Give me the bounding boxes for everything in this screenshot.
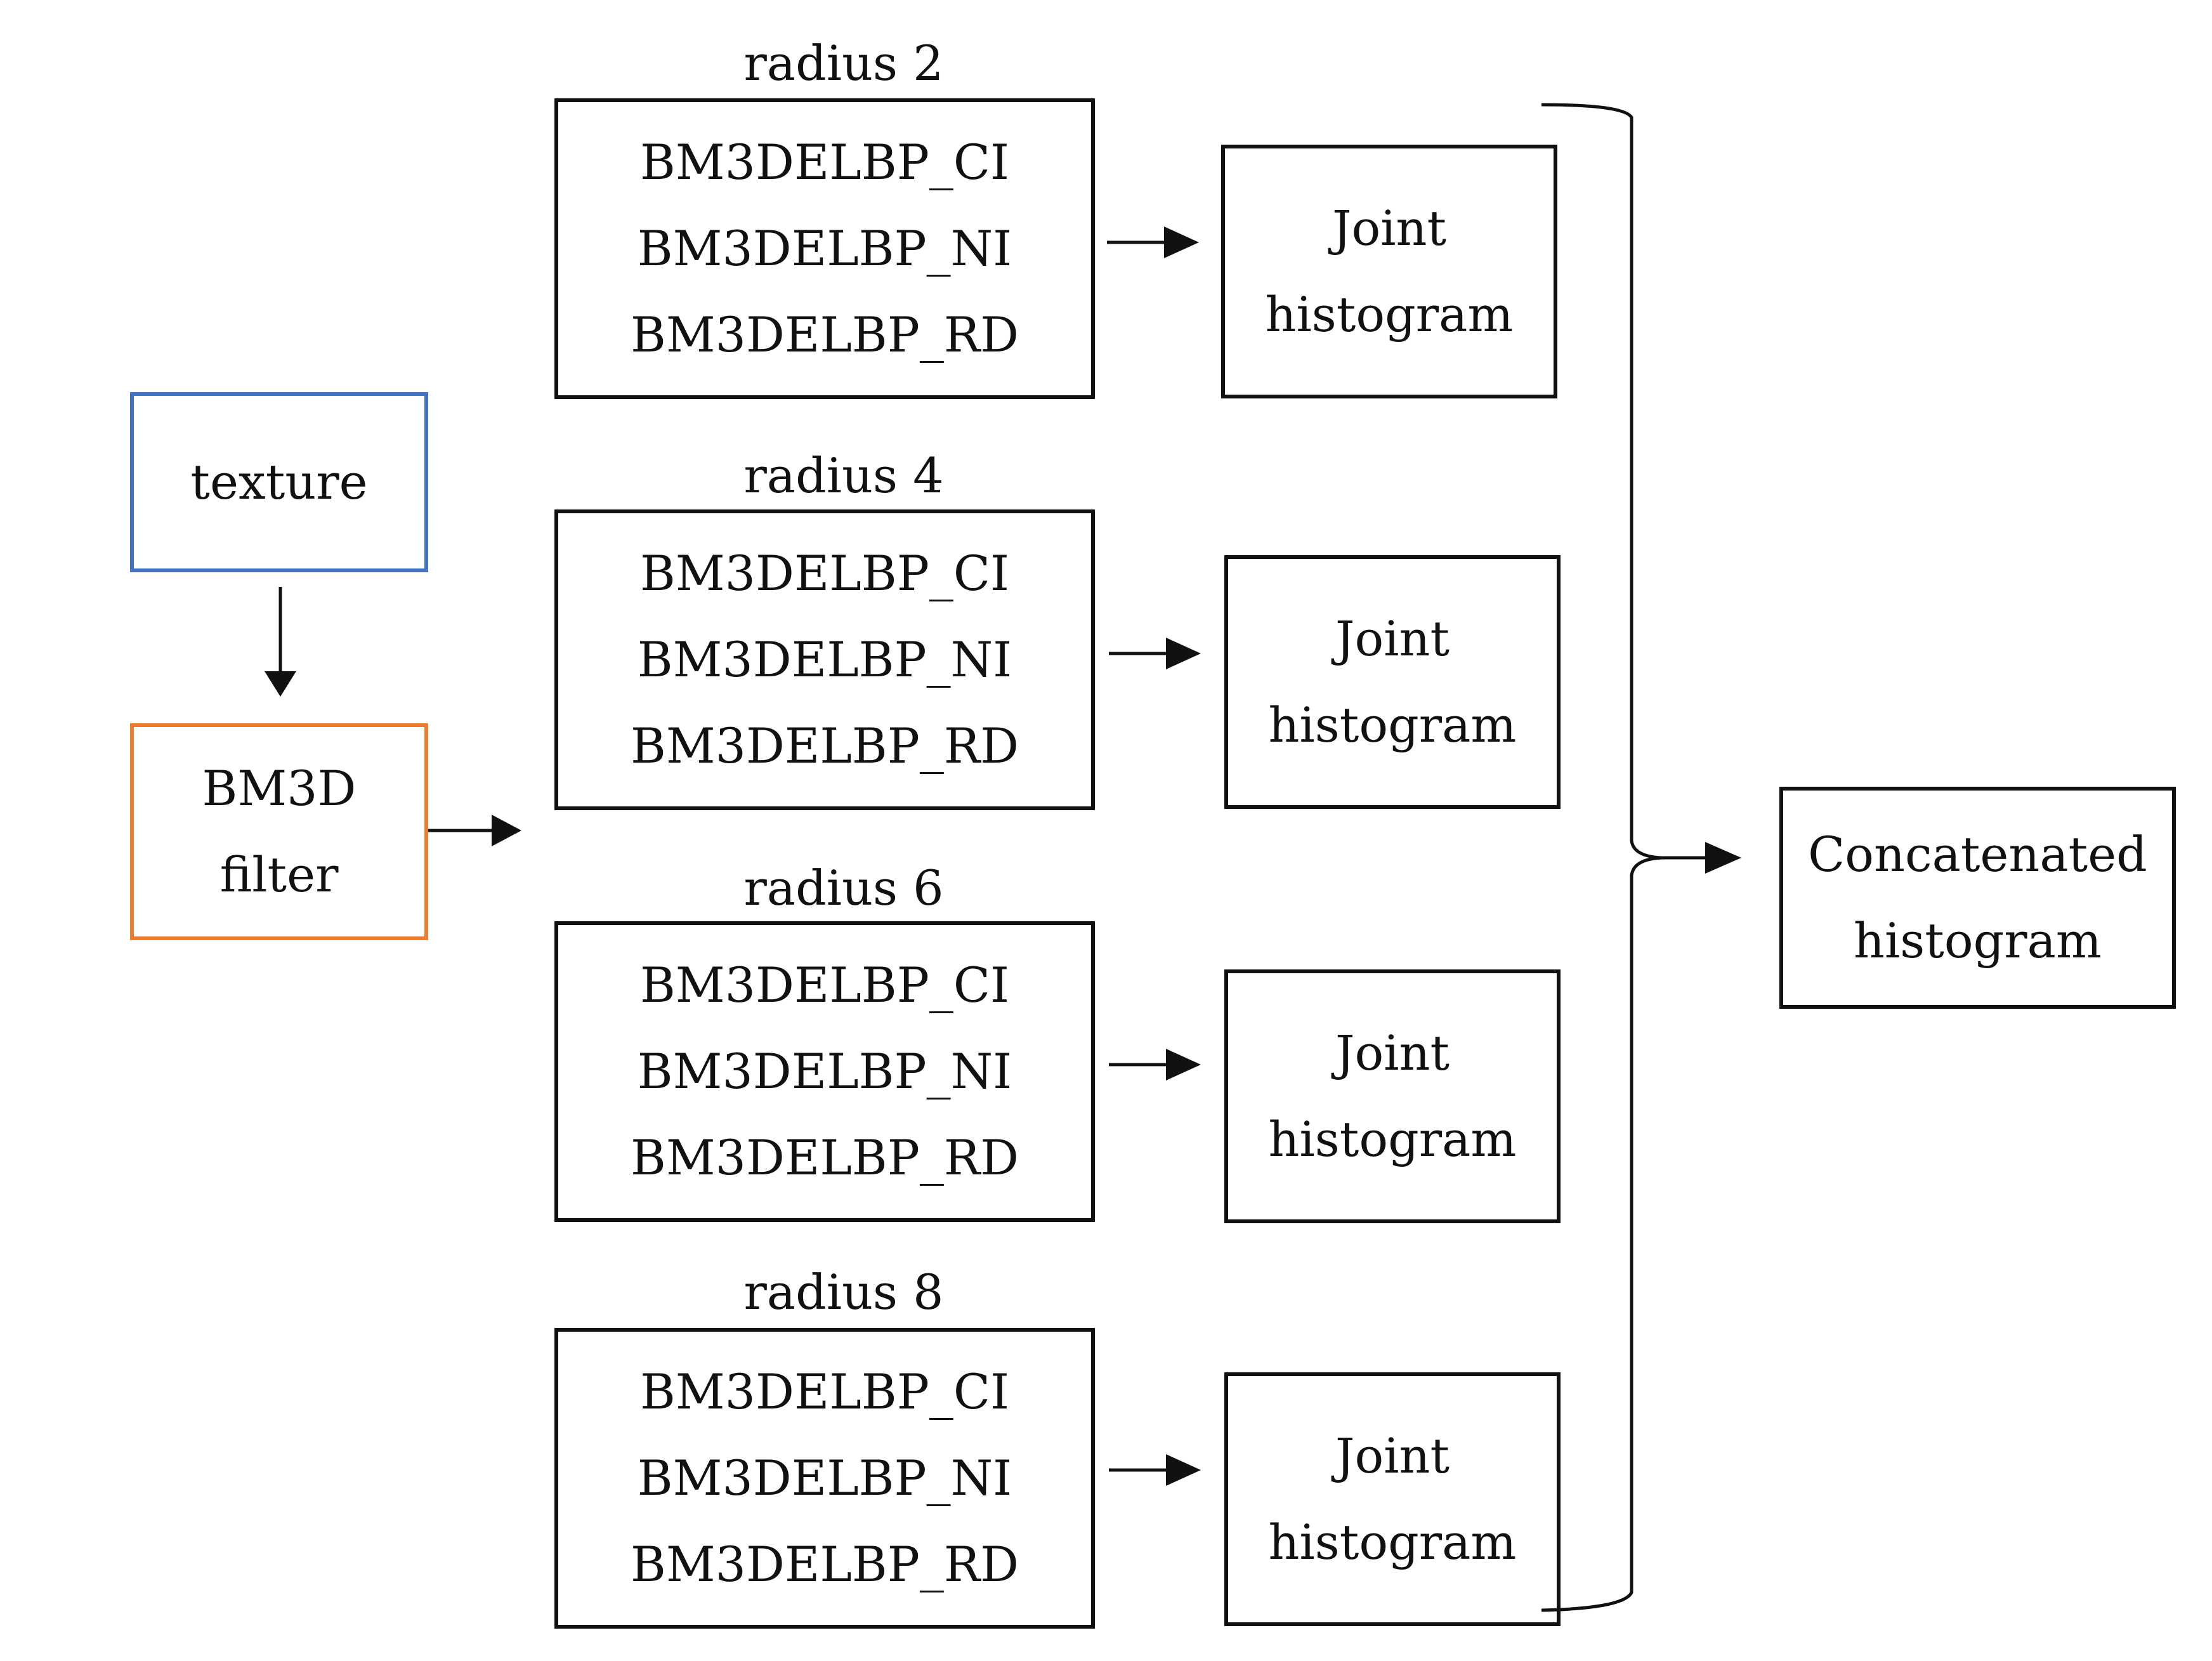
feature-ci: BM3DELBP_CI	[639, 545, 1010, 601]
arrow-head	[1166, 1049, 1201, 1080]
feature-box: BM3DELBP_CI BM3DELBP_NI BM3DELBP_RD	[554, 921, 1095, 1222]
feature-rd: BM3DELBP_RD	[630, 1129, 1019, 1186]
joint-histogram-line2: histogram	[1265, 286, 1514, 343]
joint-histogram-box: Joint histogram	[1224, 1372, 1561, 1626]
arrow-head	[1705, 842, 1741, 874]
feature-ni: BM3DELBP_NI	[637, 220, 1012, 277]
arrow-head	[492, 815, 521, 846]
joint-histogram-line2: histogram	[1268, 697, 1517, 753]
concatenated-line2: histogram	[1854, 912, 2102, 969]
joint-histogram-box: Joint histogram	[1224, 969, 1561, 1223]
concatenated-histogram-box: Concatenated histogram	[1779, 787, 2176, 1009]
joint-histogram-box: Joint histogram	[1221, 145, 1557, 398]
filter-label-line2: filter	[219, 846, 339, 903]
texture-box: texture	[130, 392, 428, 572]
arrow-head	[1166, 638, 1201, 669]
filter-label-line1: BM3D	[202, 760, 357, 817]
feature-box: BM3DELBP_CI BM3DELBP_NI BM3DELBP_RD	[554, 509, 1095, 810]
bm3d-filter-box: BM3D filter	[130, 723, 428, 940]
feature-ci: BM3DELBP_CI	[639, 957, 1010, 1013]
arrow-head	[1166, 1454, 1201, 1486]
feature-box: BM3DELBP_CI BM3DELBP_NI BM3DELBP_RD	[554, 98, 1095, 399]
arrow-head	[265, 671, 296, 697]
arrow-head	[1164, 226, 1199, 258]
joint-histogram-line1: Joint	[1335, 1428, 1450, 1484]
joint-histogram-box: Joint histogram	[1224, 555, 1561, 809]
joint-histogram-line1: Joint	[1335, 610, 1450, 667]
feature-rd: BM3DELBP_RD	[630, 306, 1019, 363]
radius-group-title: radius 4	[743, 447, 944, 504]
joint-histogram-line1: Joint	[1335, 1025, 1450, 1081]
feature-ci: BM3DELBP_CI	[639, 1363, 1010, 1420]
feature-ni: BM3DELBP_NI	[637, 1450, 1012, 1506]
feature-box: BM3DELBP_CI BM3DELBP_NI BM3DELBP_RD	[554, 1328, 1095, 1629]
feature-ni: BM3DELBP_NI	[637, 1043, 1012, 1100]
concatenated-line1: Concatenated	[1808, 826, 2147, 883]
merge-bracket	[1541, 103, 1663, 1612]
radius-group-title: radius 6	[743, 860, 944, 916]
feature-rd: BM3DELBP_RD	[630, 1536, 1019, 1592]
radius-group-title: radius 2	[743, 35, 944, 91]
joint-histogram-line1: Joint	[1332, 200, 1447, 256]
feature-ci: BM3DELBP_CI	[639, 134, 1010, 190]
joint-histogram-line2: histogram	[1268, 1514, 1517, 1570]
joint-histogram-line2: histogram	[1268, 1111, 1517, 1167]
radius-group-title: radius 8	[743, 1264, 944, 1320]
feature-ni: BM3DELBP_NI	[637, 631, 1012, 688]
texture-label: texture	[190, 454, 368, 510]
feature-rd: BM3DELBP_RD	[630, 718, 1019, 774]
